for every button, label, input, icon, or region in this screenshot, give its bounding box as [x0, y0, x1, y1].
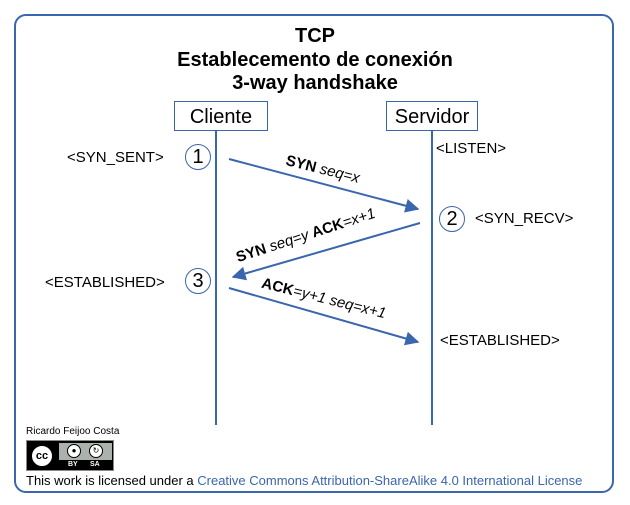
server-actor-box: Servidor	[386, 101, 478, 131]
state-syn-recv: <SYN_RECV>	[475, 210, 574, 227]
cc-license-badge[interactable]: cc ● ↻ BY SA	[26, 440, 114, 471]
diagram-subtitle: Establecemento de conexión	[177, 49, 453, 71]
arrow-ack	[228, 287, 420, 346]
diagram-subtitle-2: 3-way handshake	[232, 72, 398, 94]
attribution-icon: ●	[67, 444, 81, 458]
share-alike-icon: ↻	[89, 444, 103, 458]
diagram-frame	[14, 14, 614, 493]
state-established-server: <ESTABLISHED>	[440, 332, 560, 349]
state-listen: <LISTEN>	[436, 140, 507, 157]
step-3-marker: 3	[185, 268, 211, 294]
license-notice: This work is licensed under a Creative C…	[26, 473, 582, 488]
author-name: Ricardo Feijoo Costa	[26, 426, 120, 437]
license-prefix: This work is licensed under a	[26, 473, 198, 488]
cc-icon: cc	[30, 444, 54, 468]
arrow-syn-ack	[231, 222, 421, 281]
diagram-title: TCP	[295, 25, 335, 47]
step-2-marker: 2	[439, 206, 465, 232]
arrow-syn	[228, 158, 420, 213]
state-established-client: <ESTABLISHED>	[45, 274, 165, 291]
license-link[interactable]: Creative Commons Attribution-ShareAlike …	[197, 473, 583, 488]
step-1-marker: 1	[185, 144, 211, 170]
client-actor-box: Cliente	[174, 101, 268, 131]
client-lifeline	[215, 131, 217, 425]
state-syn-sent: <SYN_SENT>	[67, 149, 164, 166]
server-lifeline	[431, 131, 433, 425]
badge-by-label: BY	[68, 461, 78, 468]
badge-sa-label: SA	[90, 461, 100, 468]
